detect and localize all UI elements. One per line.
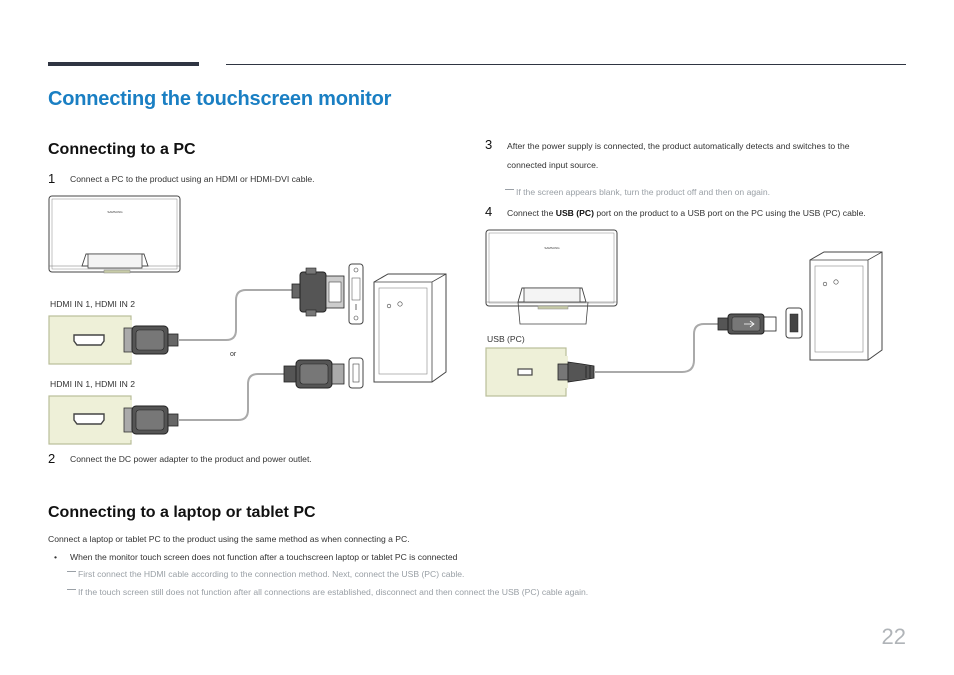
header-rule-thick bbox=[48, 62, 199, 66]
step-1-number: 1 bbox=[48, 171, 56, 186]
page-number: 22 bbox=[881, 624, 906, 649]
bullet-dot-icon: • bbox=[54, 552, 58, 562]
hdmi-port-box-1 bbox=[48, 315, 132, 365]
step-2-text: Connect the DC power adapter to the prod… bbox=[70, 454, 312, 464]
step-4-number: 4 bbox=[485, 204, 493, 219]
dvi-port bbox=[348, 263, 364, 325]
pc-connection-illustration: SAMSUNG bbox=[48, 195, 447, 445]
monitor-drawing: SAMSUNG bbox=[48, 195, 181, 274]
pc-tower-right bbox=[809, 251, 883, 361]
hdmi-connector-1 bbox=[123, 325, 179, 355]
usb-symbol-icon bbox=[744, 320, 755, 328]
step-3-note: If the screen appears blank, turn the pr… bbox=[505, 187, 770, 197]
step-3-text-line2: connected input source. bbox=[507, 160, 599, 170]
hdmi-plug-end bbox=[283, 359, 345, 389]
monitor-drawing-right: SAMSUNG bbox=[485, 229, 618, 325]
dvi-connector bbox=[291, 267, 345, 317]
usb-port-label: USB (PC) bbox=[487, 334, 525, 344]
page-title: Connecting the touchscreen monitor bbox=[48, 88, 392, 110]
hdmi-port-label-1: HDMI IN 1, HDMI IN 2 bbox=[50, 299, 135, 309]
monitor-brand-text: SAMSUNG bbox=[107, 210, 123, 214]
usb-port-box bbox=[485, 347, 568, 397]
pc-tower bbox=[373, 273, 447, 383]
step-2-number: 2 bbox=[48, 451, 56, 466]
step-3-number: 3 bbox=[485, 137, 493, 152]
pc-hdmi-port bbox=[348, 357, 364, 389]
usb-plug-monitor bbox=[557, 361, 595, 383]
hdmi-connector-2 bbox=[123, 405, 179, 435]
note-dash-icon bbox=[505, 189, 514, 191]
header-rule-thin bbox=[226, 64, 906, 65]
hdmi-port-box-2 bbox=[48, 395, 132, 445]
laptop-note-2: If the touch screen still does not funct… bbox=[67, 587, 588, 597]
note-dash-icon bbox=[67, 571, 76, 573]
usb-connection-illustration: SAMSUNG bbox=[485, 229, 883, 397]
monitor-brand-text-right: SAMSUNG bbox=[544, 246, 560, 250]
usb-plug-pc bbox=[717, 313, 777, 335]
laptop-intro-text: Connect a laptop or tablet PC to the pro… bbox=[48, 534, 410, 544]
or-label: or bbox=[230, 351, 237, 358]
note-dash-icon bbox=[67, 589, 76, 591]
step-1-text: Connect a PC to the product using an HDM… bbox=[70, 174, 315, 184]
laptop-bullet: •When the monitor touch screen does not … bbox=[54, 552, 458, 562]
laptop-note-1: First connect the HDMI cable according t… bbox=[67, 569, 464, 579]
pc-usb-port bbox=[785, 307, 803, 339]
heading-connecting-laptop: Connecting to a laptop or tablet PC bbox=[48, 504, 316, 521]
hdmi-port-label-2: HDMI IN 1, HDMI IN 2 bbox=[50, 379, 135, 389]
heading-connecting-pc: Connecting to a PC bbox=[48, 141, 196, 158]
step-4-text: Connect the USB (PC) port on the product… bbox=[507, 208, 866, 218]
step-3-text-line1: After the power supply is connected, the… bbox=[507, 141, 850, 151]
